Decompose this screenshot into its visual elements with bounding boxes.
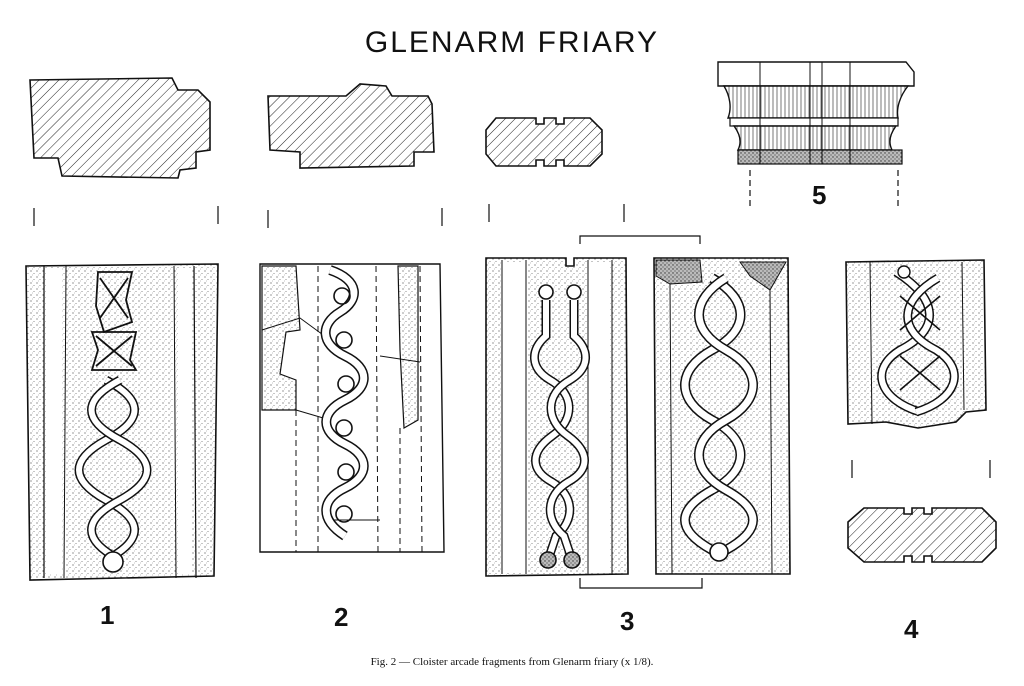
fragment-4-section <box>847 507 997 563</box>
fragment-1-section <box>29 77 219 226</box>
fragment-3a-elevation <box>485 257 629 577</box>
fragment-3b-elevation <box>653 257 791 575</box>
fragment-label-3: 3 <box>620 606 635 636</box>
figure-title: GLENARM FRIARY <box>364 26 660 59</box>
fragment-2-section <box>267 83 443 228</box>
fragment-5-capital <box>717 61 915 206</box>
fragment-label-1: 1 <box>100 600 115 630</box>
fragment-label-2: 2 <box>334 602 349 632</box>
fragment-2-elevation <box>259 263 445 553</box>
fragment-4-elevation <box>845 259 991 478</box>
figure-caption: Fig. 2 — Cloister arcade fragments from … <box>370 656 654 668</box>
fragment-label-5: 5 <box>812 180 827 210</box>
fragment-label-4: 4 <box>904 614 919 644</box>
fragment-3-section <box>485 117 703 589</box>
fragment-1-elevation <box>25 263 219 581</box>
